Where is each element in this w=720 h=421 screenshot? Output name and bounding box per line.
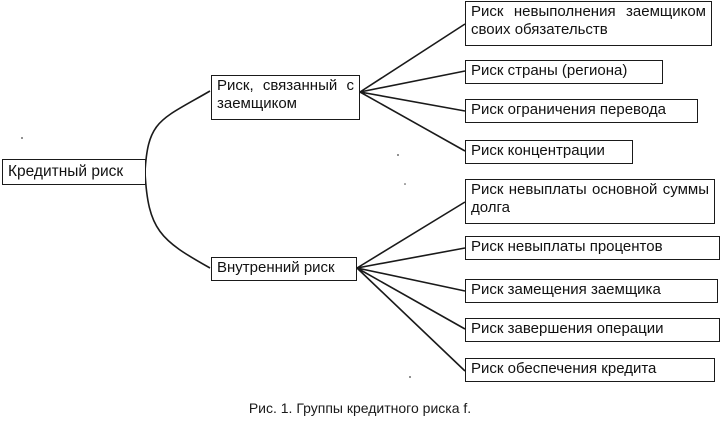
leaf-interest-nonpayment-risk: Риск невыплаты процентов [465,236,720,260]
leaf-concentration-risk: Риск концентрации [465,140,633,164]
leaf-borrower-default-risk: Риск невыполнения заемщиком своих обязат… [465,1,712,46]
leaf-borrower-replacement-risk: Риск замещения заемщика [465,279,718,303]
leaf-collateral-risk: Риск обеспечения кредита [465,358,715,382]
leaf-country-risk: Риск страны (региона) [465,60,663,84]
connector-branch2-children [356,201,466,372]
connector-root-bracket [144,90,211,269]
figure-caption: Рис. 1. Группы кредитного риска f. [248,400,472,416]
scan-speck [397,154,399,156]
connector-branch1-children [359,23,466,152]
leaf-operation-completion-risk: Риск завершения операции [465,318,720,342]
leaf-transfer-restriction-risk: Риск ограничения перевода [465,99,698,123]
node-internal-risk: Внутренний риск [211,257,357,281]
leaf-principal-nonpayment-risk: Риск невыплаты основной суммы долга [465,179,715,224]
scan-speck [21,137,23,139]
scan-speck [404,183,406,185]
scan-speck [409,376,411,378]
node-credit-risk: Кредитный риск [2,159,146,185]
node-borrower-risk: Риск, связанный с заемщиком [211,75,360,120]
